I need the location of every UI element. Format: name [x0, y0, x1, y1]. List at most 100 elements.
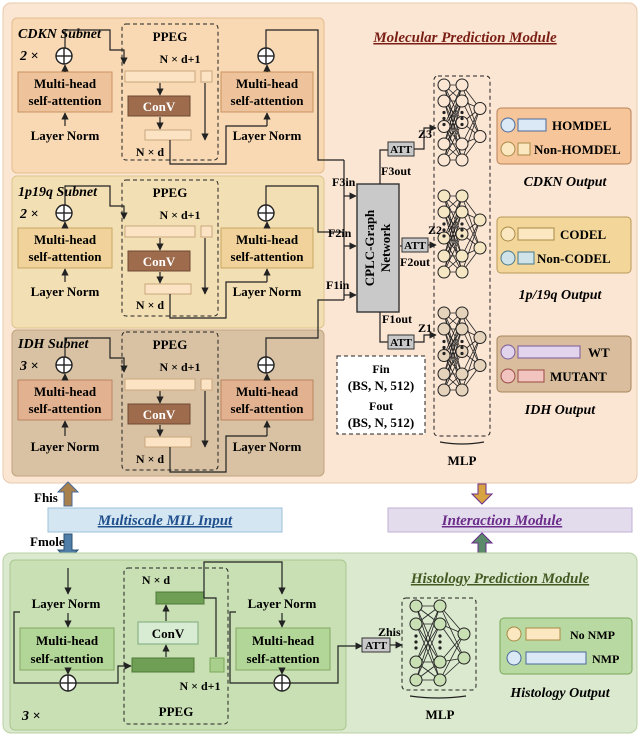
svg-text:self-attention: self-attention — [29, 249, 103, 264]
cdkn-output-title: CDKN Output — [524, 175, 608, 190]
cdkn-conv-block — [127, 95, 191, 117]
1p19q-ppeg-box — [121, 179, 219, 317]
cdkn-output: HOMDEL Non-HOMDEL — [496, 107, 632, 165]
mil-input-box — [47, 507, 283, 533]
svg-text:Multi-head: Multi-head — [236, 76, 299, 91]
1p19q-layernorm-left: Layer Norm — [31, 284, 100, 299]
svg-text:Multi-head: Multi-head — [252, 633, 315, 648]
f3-in-label: F3in — [332, 175, 356, 189]
histology-mlp-network — [409, 599, 471, 687]
svg-text:ATT: ATT — [365, 640, 387, 652]
histology-subnet-panel — [9, 559, 347, 731]
svg-text:self-attention: self-attention — [231, 93, 305, 108]
svg-text:Non-HOMDEL: Non-HOMDEL — [534, 142, 621, 157]
1p19q-conv-block — [127, 250, 191, 272]
histology-repeat: 3 × — [21, 709, 41, 724]
hist-conv-block — [137, 621, 199, 645]
1p19q-subnet: 1p19q Subnet 2 × Multi-head self-attenti… — [17, 179, 344, 319]
cdkn-layernorm-right: Layer Norm — [233, 128, 302, 143]
f2-out-label: F2out — [400, 255, 430, 269]
idh-repeat: 3 × — [19, 359, 39, 374]
svg-text:PPEG: PPEG — [153, 29, 188, 44]
fhis-label: Fhis — [34, 490, 58, 505]
idh-output: WT MUTANT — [496, 335, 632, 393]
cdkn-token-bar — [124, 70, 196, 83]
1p19q-mhsa-right — [220, 227, 314, 269]
svg-text:PPEG: PPEG — [153, 185, 188, 200]
svg-text:ConV: ConV — [143, 254, 176, 269]
svg-text:(BS, N, 512): (BS, N, 512) — [348, 378, 414, 393]
interaction-module-label: Interaction Module — [441, 513, 563, 529]
1p19q-mhsa-left — [17, 227, 113, 269]
hist-add-icon-left — [59, 674, 77, 692]
cdkn-subnet: CDKN Subnet 2 × Multi-head self-attentio… — [17, 23, 344, 165]
svg-text:self-attention: self-attention — [29, 401, 103, 416]
svg-text:Multi-head: Multi-head — [236, 232, 299, 247]
hist-add-icon-right — [273, 674, 291, 692]
1p19q-add-icon-right — [257, 204, 275, 222]
f2-in-label: F2in — [328, 226, 352, 240]
svg-text:WT: WT — [588, 345, 610, 360]
svg-text:(BS, N, 512): (BS, N, 512) — [348, 415, 414, 430]
cdkn-mhsa-right — [220, 71, 314, 113]
idh-mhsa-left — [17, 379, 113, 421]
svg-text:N × d: N × d — [136, 452, 165, 466]
histology-output: No NMP NMP — [499, 617, 633, 675]
svg-text:N × d: N × d — [136, 145, 165, 159]
mil-input-label: Multiscale MIL Input — [97, 513, 233, 529]
cdkn-mhsa-left — [17, 71, 113, 113]
f3-out-label: F3out — [381, 164, 411, 178]
cdkn-subnet-title: CDKN Subnet — [18, 27, 102, 42]
histology-mlp-label: MLP — [426, 707, 455, 722]
svg-text:N × d: N × d — [142, 573, 171, 587]
svg-text:NMP: NMP — [592, 652, 619, 666]
histology-subnet: Layer Norm Multi-head self-attention N ×… — [13, 561, 363, 725]
1p19q-output: CODEL Non-CODEL — [496, 216, 632, 274]
svg-text:N × d+1: N × d+1 — [159, 52, 200, 66]
histology-mlp-box — [401, 597, 477, 691]
1p19q-add-icon-left — [55, 204, 73, 222]
svg-text:Multi-head: Multi-head — [34, 384, 97, 399]
1p19q-output-title: 1p/19q Output — [519, 288, 603, 303]
hist-layernorm-right: Layer Norm — [248, 596, 317, 611]
svg-text:ATT: ATT — [404, 240, 426, 252]
svg-text:ATT: ATT — [390, 337, 412, 349]
fmole-label: Fmole — [30, 534, 65, 549]
zhis-label: Zhis — [378, 625, 401, 639]
svg-text:self-attention: self-attention — [231, 249, 305, 264]
z3-label: Z3 — [418, 127, 432, 141]
cdkn-add-icon-right — [257, 47, 275, 65]
hist-ppeg-box — [123, 567, 229, 725]
idh-subnet-title: IDH Subnet — [17, 337, 90, 352]
svg-text:Multi-head: Multi-head — [36, 633, 99, 648]
svg-text:Network: Network — [378, 223, 393, 272]
molecular-module-title: Molecular Prediction Module — [372, 30, 557, 46]
interaction-down-arrow-icon — [470, 483, 494, 505]
svg-text:Multi-head: Multi-head — [34, 76, 97, 91]
idh-subnet-panel — [11, 329, 325, 477]
f1-in-label: F1in — [326, 278, 350, 292]
svg-text:MUTANT: MUTANT — [550, 369, 607, 384]
svg-text:ConV: ConV — [143, 407, 176, 422]
svg-text:N × d+1: N × d+1 — [159, 208, 200, 222]
fhis-up-arrow-icon — [56, 481, 80, 507]
svg-text:CPLC-Graph: CPLC-Graph — [362, 209, 377, 286]
cdkn-repeat: 2 × — [19, 49, 39, 64]
interaction-up-arrow-icon — [470, 532, 494, 554]
dims-box — [336, 355, 426, 435]
hist-layernorm-left: Layer Norm — [32, 596, 101, 611]
idh-conv-block — [127, 403, 191, 425]
svg-text:PPEG: PPEG — [153, 337, 188, 352]
molecular-mlp-networks — [437, 78, 487, 397]
1p19q-layernorm-right: Layer Norm — [233, 284, 302, 299]
cdkn-ppeg-box — [121, 23, 219, 161]
cplc-graph-network: CPLC-Graph Network — [356, 183, 400, 313]
molecular-mlp-label: MLP — [448, 453, 477, 468]
idh-layernorm-right: Layer Norm — [233, 439, 302, 454]
svg-text:N × d: N × d — [136, 298, 165, 312]
svg-text:Multi-head: Multi-head — [236, 384, 299, 399]
idh-output-title: IDH Output — [524, 403, 597, 418]
idh-layernorm-left: Layer Norm — [31, 439, 100, 454]
svg-text:ATT: ATT — [390, 144, 412, 156]
svg-text:HOMDEL: HOMDEL — [552, 118, 612, 133]
